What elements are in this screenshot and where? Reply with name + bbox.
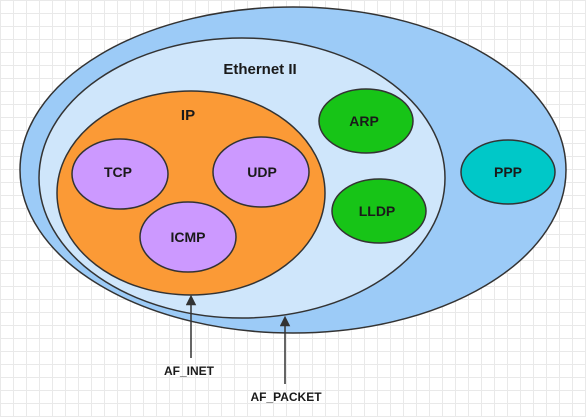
tcp-label: TCP	[104, 164, 132, 180]
udp-label: UDP	[247, 164, 277, 180]
icmp-label: ICMP	[171, 229, 206, 245]
icmp-node	[139, 201, 237, 273]
ip-label: IP	[181, 107, 195, 124]
af-inet-label: AF_INET	[164, 364, 215, 378]
lldp-node	[331, 178, 427, 244]
ppp-label: PPP	[494, 164, 522, 180]
lldp-label: LLDP	[359, 203, 396, 219]
tcp-node	[71, 138, 169, 210]
ethernet-label: Ethernet II	[223, 61, 296, 78]
udp-node	[212, 136, 310, 208]
ppp-node	[460, 139, 556, 205]
af-packet-label: AF_PACKET	[250, 390, 322, 404]
arp-node	[318, 88, 414, 154]
arp-label: ARP	[349, 113, 379, 129]
